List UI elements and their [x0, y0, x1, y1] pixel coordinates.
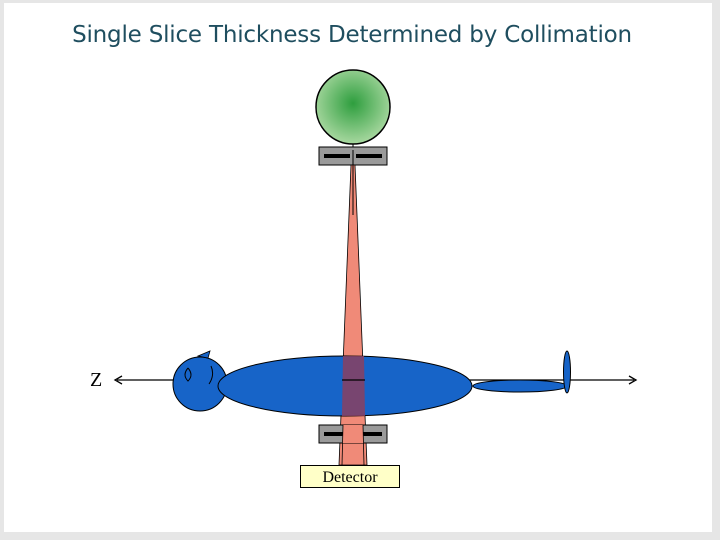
slide-border-bottom — [0, 532, 720, 540]
beam-through-body — [342, 356, 365, 416]
bottom-collimator-slit-edge-right — [362, 424, 365, 466]
x-ray-source-icon — [315, 69, 391, 145]
z-axis-label: Z — [90, 369, 103, 391]
bottom-collimator-slit-edge-left — [341, 424, 344, 466]
top-collimator-slit-right — [356, 154, 382, 158]
detector-label: Detector — [300, 465, 400, 488]
top-collimator-slit-left — [324, 154, 350, 158]
bottom-collimator-slit-right — [362, 432, 382, 436]
slide-border-right — [712, 0, 720, 540]
slide-border-left — [0, 0, 4, 540]
patient-feet-icon — [563, 350, 571, 394]
patient-mouth-icon — [208, 365, 214, 385]
slide-border-top — [0, 0, 720, 3]
bottom-collimator-slit-left — [324, 432, 344, 436]
patient-nose-icon — [196, 350, 211, 359]
z-axis-arrowhead-right — [628, 375, 638, 385]
patient-legs-icon — [472, 379, 568, 393]
beam-through-bottom-collimator — [342, 425, 364, 443]
patient-ear-icon — [184, 367, 192, 382]
slide-title: Single Slice Thickness Determined by Col… — [72, 22, 632, 48]
z-axis-arrowhead-left — [113, 375, 123, 385]
